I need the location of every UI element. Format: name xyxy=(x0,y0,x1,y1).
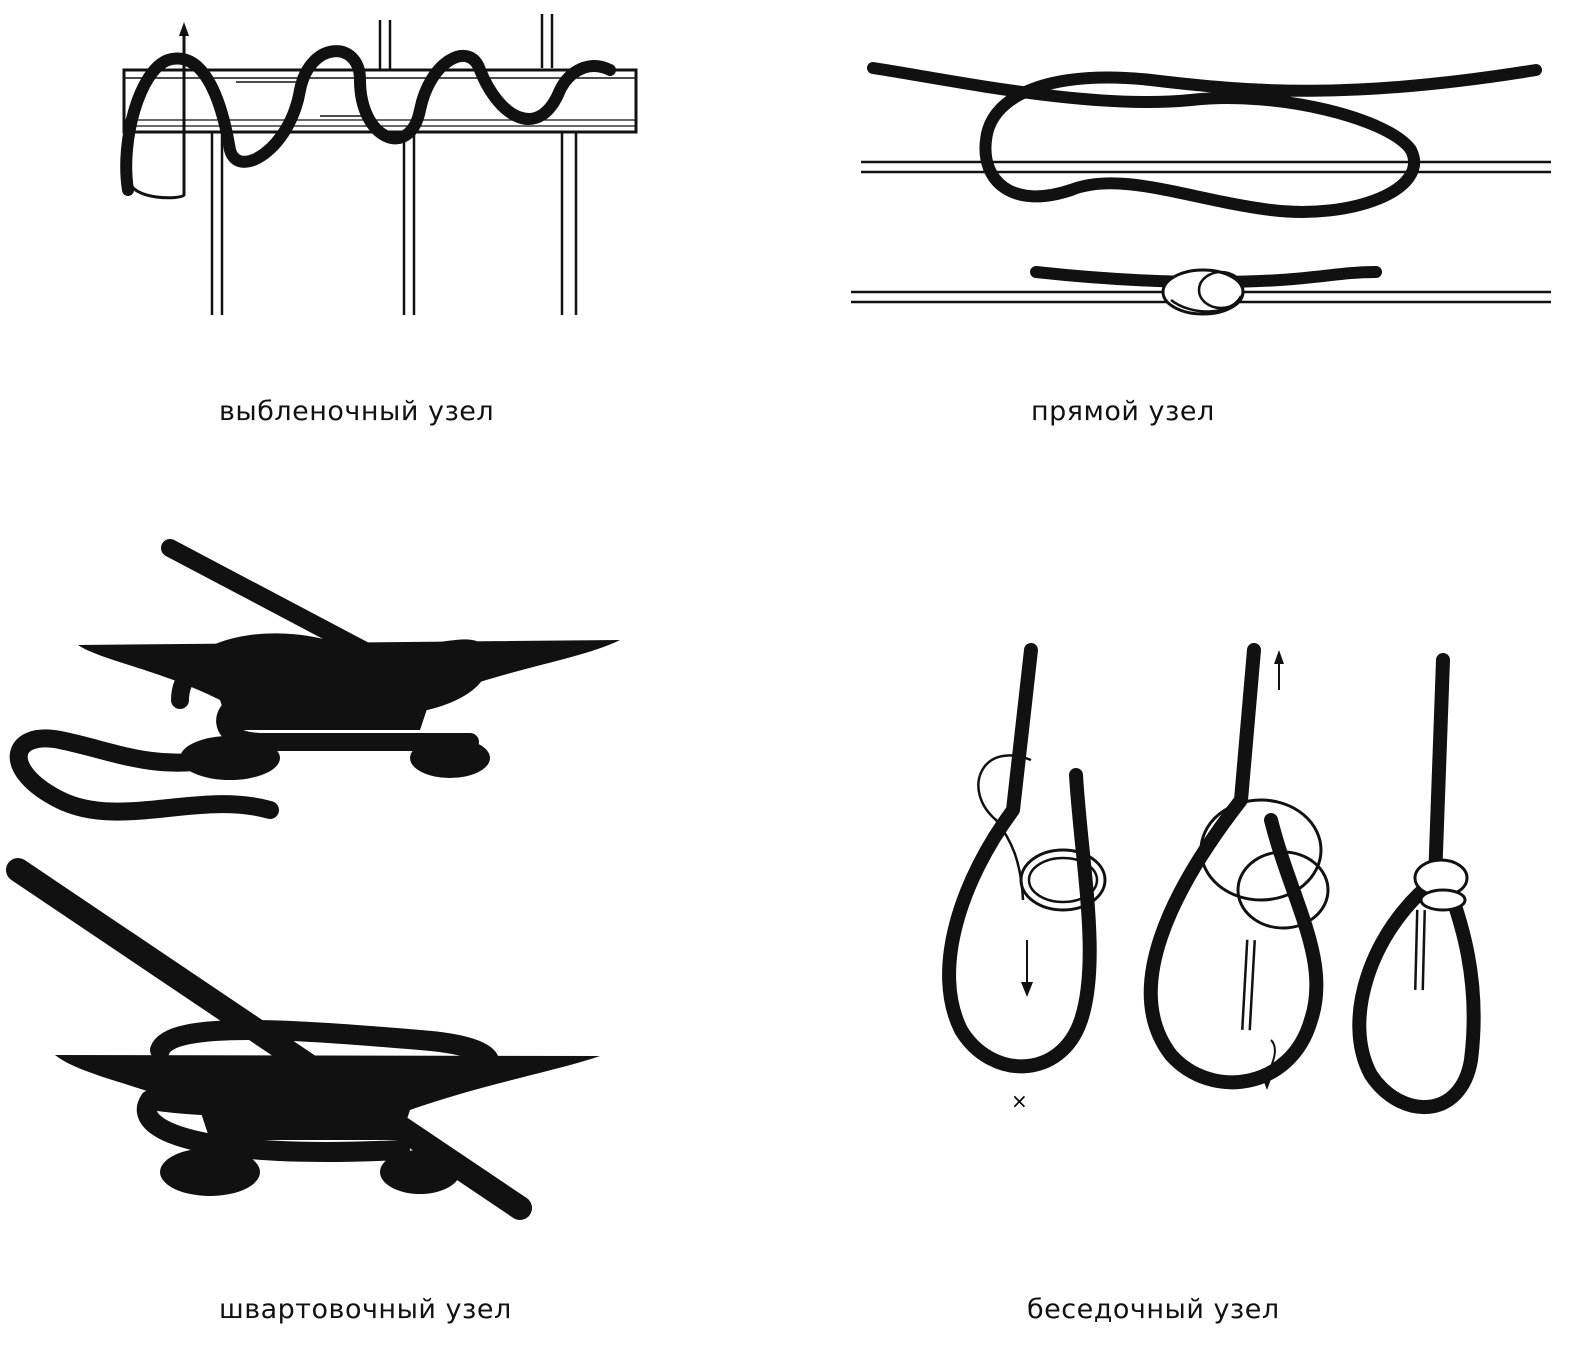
lower-cleat xyxy=(6,858,600,1220)
caption-clove-hitch: выбленочный узел xyxy=(219,396,495,427)
caption-reef-knot: прямой узел xyxy=(1031,396,1215,427)
helix-rope xyxy=(120,22,616,200)
reef-knot-illustration xyxy=(851,62,1551,316)
svg-text:×: × xyxy=(1011,1089,1028,1113)
vertical-ropes xyxy=(210,14,578,315)
bowline-panel: × беседочный узел xyxy=(791,500,1582,1346)
bowline-step-1: × xyxy=(942,643,1107,1113)
clove-hitch-illustration xyxy=(120,14,638,315)
reef-knot-panel: прямой узел xyxy=(791,0,1582,470)
upper-cleat xyxy=(9,539,620,821)
bowline-illustration: × xyxy=(942,643,1481,1114)
bowline-step-2 xyxy=(1143,643,1330,1090)
clove-hitch-panel: выбленочный узел xyxy=(0,0,791,470)
caption-cleat-hitch: швартовочный узел xyxy=(219,1294,512,1325)
cleat-hitch-panel: швартовочный узел xyxy=(0,500,791,1346)
bowline-step-3 xyxy=(1352,653,1481,1114)
reef-knot-tight xyxy=(851,266,1551,316)
cleat-hitch-illustration xyxy=(6,539,620,1220)
caption-bowline: беседочный узел xyxy=(1027,1294,1280,1325)
reef-knot-loose xyxy=(861,62,1551,218)
